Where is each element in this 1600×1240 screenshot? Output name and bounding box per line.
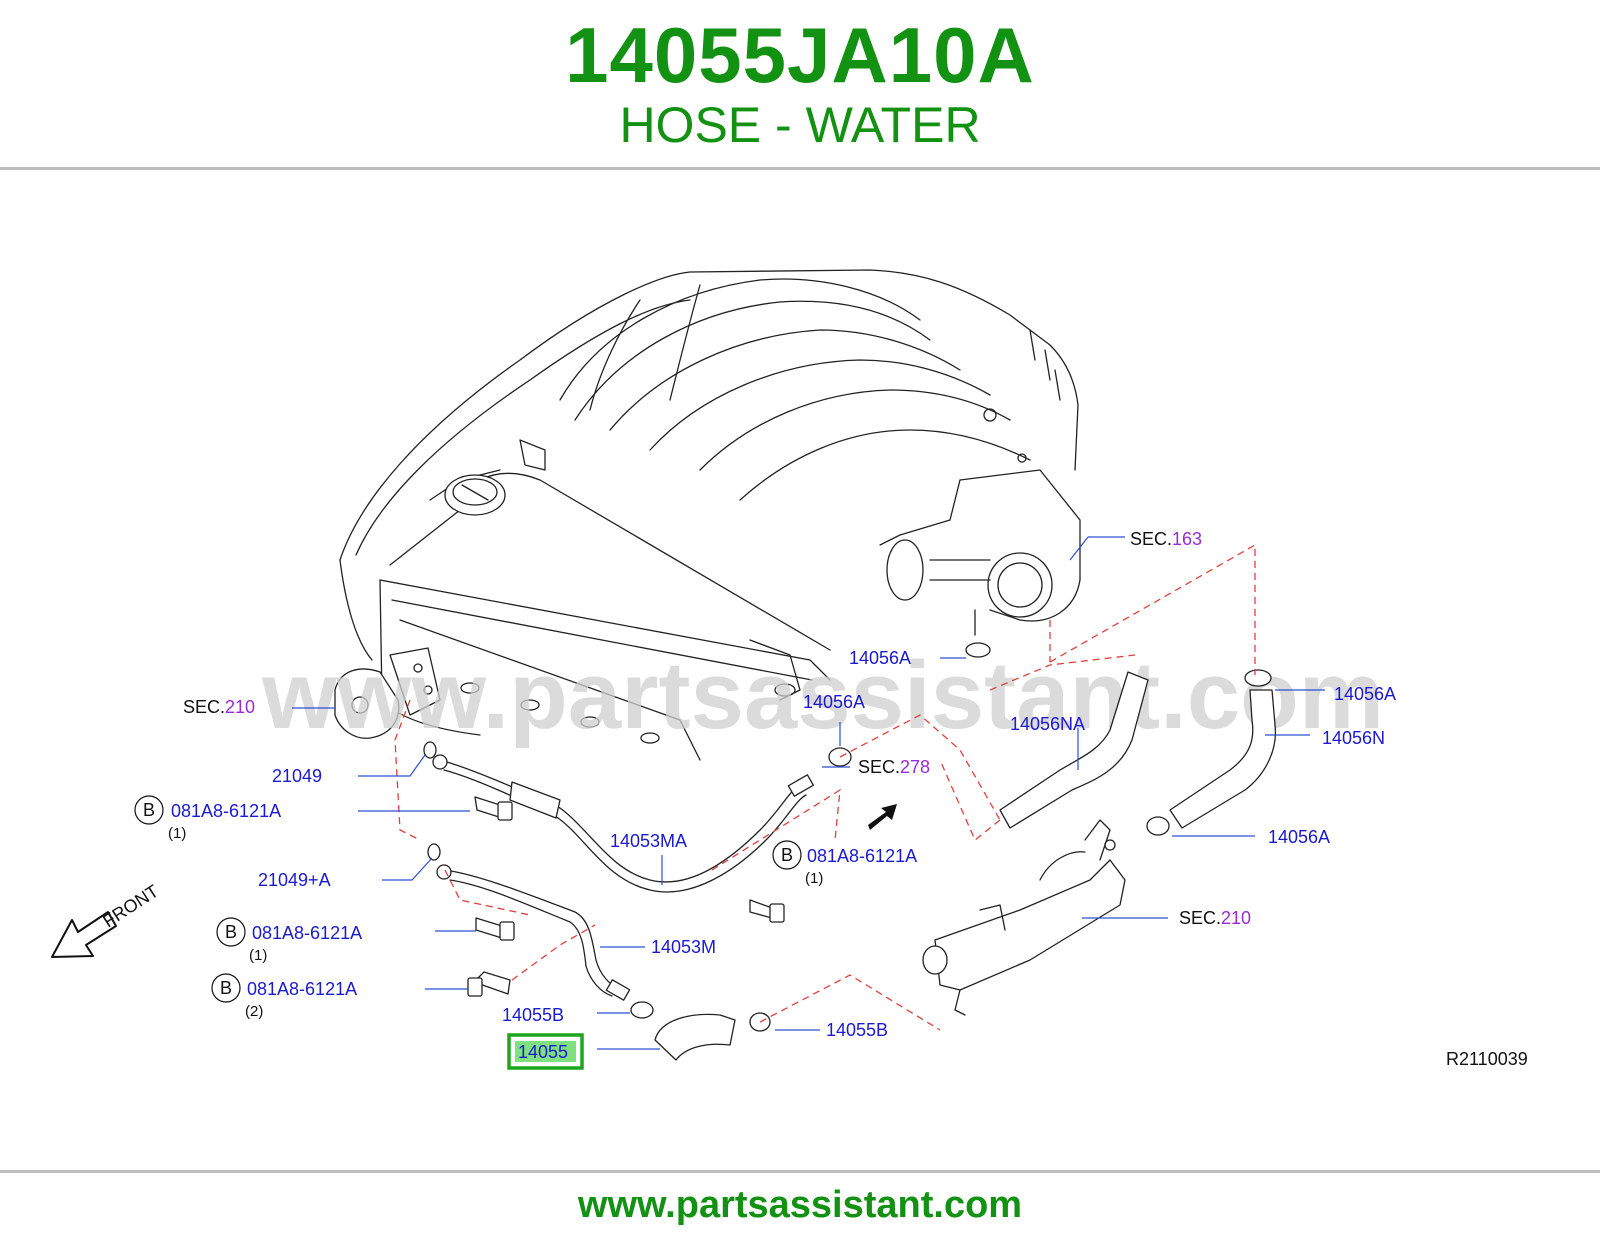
- bolt-callout-2: B 081A8-6121A (1): [772, 840, 917, 887]
- label-bolt-2-qty: (1): [805, 870, 823, 887]
- part-number-title: 14055JA10A: [565, 11, 1035, 99]
- label-14056a-mid: 14056A: [803, 692, 865, 712]
- label-14053ma: 14053MA: [610, 831, 687, 851]
- label-14055: 14055: [518, 1042, 568, 1062]
- label-bolt-4: 081A8-6121A: [247, 979, 357, 999]
- label-bolt-2: 081A8-6121A: [807, 846, 917, 866]
- label-21049a: 21049+A: [258, 870, 331, 890]
- label-14056a-top: 14056A: [849, 648, 911, 668]
- ref-code: R2110039: [1446, 1049, 1528, 1069]
- highlighted-part-14055[interactable]: 14055: [507, 1033, 584, 1070]
- leader-lines: [292, 536, 1325, 1050]
- footer-divider: [0, 1170, 1600, 1173]
- label-14056a-right: 14056A: [1334, 684, 1396, 704]
- front-arrow: FRONT: [51, 881, 162, 958]
- watermark: www.partsassistant.com: [261, 642, 1384, 749]
- bolt-callout-3: B 081A8-6121A (1): [216, 917, 362, 964]
- head-bolts: [460, 682, 660, 744]
- hose-parts: [423, 642, 1277, 1061]
- svg-text:B: B: [781, 845, 793, 865]
- label-14056a-lower: 14056A: [1268, 827, 1330, 847]
- bolt-callout-1: B 081A8-6121A (1): [134, 795, 281, 842]
- label-14055b-left: 14055B: [502, 1005, 564, 1025]
- footer-website-link[interactable]: www.partsassistant.com: [577, 1184, 1023, 1226]
- label-sec-278: SEC.278: [858, 757, 930, 777]
- header-divider: [0, 167, 1600, 170]
- assembly-lines: [394, 543, 1256, 1031]
- label-sec-210-right: SEC.210: [1179, 908, 1251, 928]
- label-sec-210-left: SEC.210: [183, 697, 255, 717]
- engine-drawing: [334, 269, 1081, 761]
- label-21049: 21049: [272, 766, 322, 786]
- front-label: FRONT: [99, 881, 162, 932]
- svg-text:B: B: [225, 922, 237, 942]
- label-bolt-1-qty: (1): [168, 825, 186, 842]
- label-14055b-right: 14055B: [826, 1020, 888, 1040]
- part-name-subtitle: HOSE - WATER: [619, 97, 981, 153]
- label-sec-163: SEC.163: [1130, 529, 1202, 549]
- page-header: 14055JA10A HOSE - WATER: [0, 0, 1600, 168]
- parts-diagram: www.partsassistant.com: [51, 269, 1528, 1070]
- label-bolt-3: 081A8-6121A: [252, 923, 362, 943]
- label-bolt-1: 081A8-6121A: [171, 801, 281, 821]
- label-bolt-3-qty: (1): [249, 947, 267, 964]
- svg-text:B: B: [220, 978, 232, 998]
- bolts: [467, 796, 785, 997]
- label-14056na: 14056NA: [1010, 714, 1085, 734]
- label-bolt-4-qty: (2): [245, 1003, 263, 1020]
- svg-text:B: B: [143, 800, 155, 820]
- label-14056n: 14056N: [1322, 728, 1385, 748]
- label-14053m: 14053M: [651, 937, 716, 957]
- flow-arrow: [868, 804, 897, 830]
- bolt-callout-4: B 081A8-6121A (2): [211, 973, 357, 1020]
